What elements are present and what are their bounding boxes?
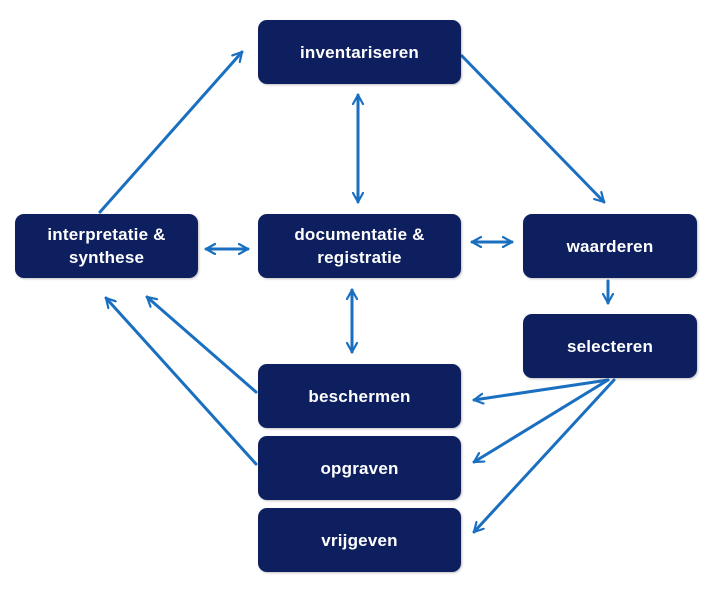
node-documentatie-registratie: documentatie & registratie: [258, 214, 461, 278]
node-beschermen: beschermen: [258, 364, 461, 428]
node-label-vrijgeven: vrijgeven: [321, 530, 398, 550]
node-label-waarderen: waarderen: [566, 236, 654, 256]
node-interpretatie-synthese: interpretatie & synthese: [15, 214, 198, 278]
arrow-opgraven-to-interpretatie: [104, 296, 258, 466]
arrow-interpretatie-to-inventariseren: [98, 50, 244, 214]
node-label-interpretatie-synthese: interpretatie & synthese: [47, 225, 166, 267]
node-label-opgraven: opgraven: [320, 458, 399, 478]
node-opgraven: opgraven: [258, 436, 461, 500]
node-waarderen: waarderen: [523, 214, 697, 278]
node-label-selecteren: selecteren: [566, 336, 654, 356]
arrow-selecteren-to-vrijgeven: [472, 378, 616, 534]
node-label-inventariseren: inventariseren: [299, 42, 420, 62]
node-selecteren: selecteren: [523, 314, 697, 378]
node-label-beschermen: beschermen: [308, 386, 411, 406]
arrow-selecteren-to-opgraven: [472, 378, 610, 464]
node-vrijgeven: vrijgeven: [258, 508, 461, 572]
arrow-selecteren-to-beschermen: [472, 378, 610, 400]
arrow-inventariseren-to-waarderen: [460, 54, 606, 204]
arrow-beschermen-to-interpretatie: [145, 295, 258, 394]
node-inventariseren: inventariseren: [258, 20, 461, 84]
node-label-documentatie-registratie: documentatie & registratie: [294, 225, 425, 267]
